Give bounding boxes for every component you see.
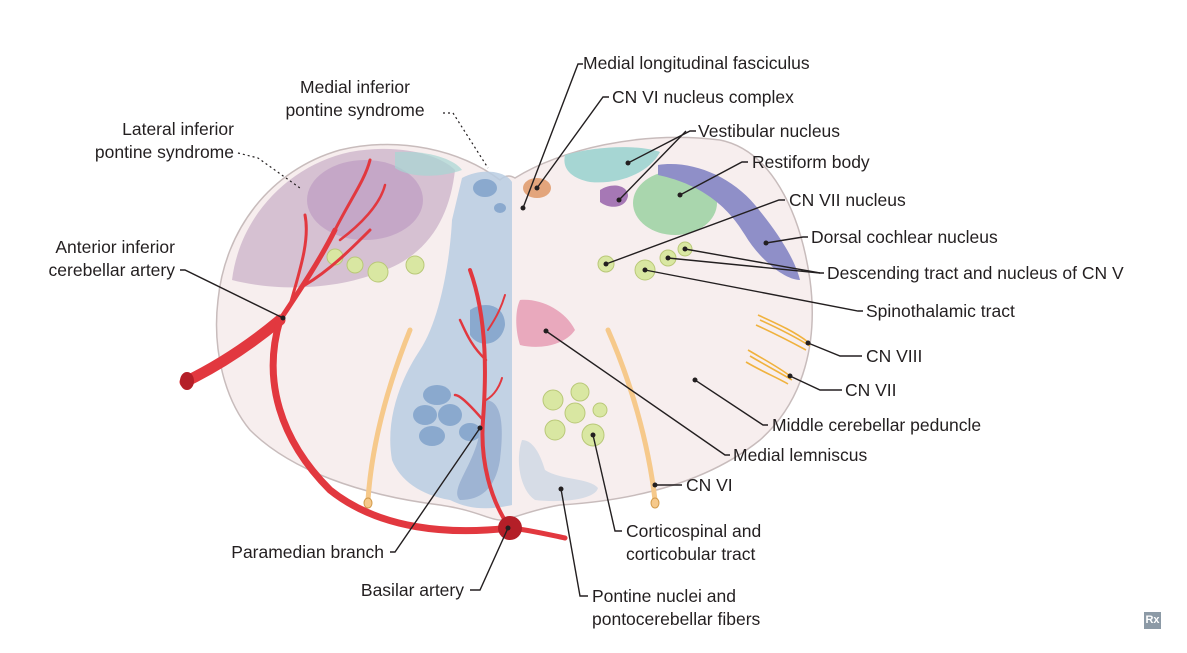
label-lateral-inferior-line1: Lateral inferior [122,119,234,139]
lateral-zone [232,148,455,288]
dorsal-cochlear-shape [658,164,800,280]
lateral-zone-teal [395,151,462,176]
label-pontine-line1: Pontine nuclei and [592,586,736,606]
label-pontine-line2: pontocerebellar fibers [592,609,761,629]
dotted-leaders [237,112,489,189]
label-restiform-body: Restiform body [752,152,870,172]
left-corticospinal-4 [419,426,445,446]
label-medial-inferior-line2: pontine syndrome [285,100,425,120]
right-pontine-nuclei [518,440,598,502]
label-medial-inferior-syndrome: Medial inferior pontine syndrome [270,76,440,122]
label-lateral-inferior-syndrome: Lateral inferior pontine syndrome [60,118,234,164]
label-vestibular-nucleus: Vestibular nucleus [698,121,841,141]
label-dorsal-cochlear: Dorsal cochlear nucleus [811,227,998,247]
cn6-end-left [363,497,373,509]
label-medial-lemniscus: Medial lemniscus [733,445,868,465]
label-spinothalamic: Spinothalamic tract [866,301,1015,321]
cn7-fibers [745,349,793,385]
left-corticospinal-2 [413,405,437,425]
label-corticospinal-line1: Corticospinal and [626,521,762,541]
left-pontine-nuclei [457,400,502,500]
leader-dots [280,160,811,531]
label-aica: Anterior inferior cerebellar artery [20,236,175,282]
medial-blob-1 [473,179,497,197]
label-pontine-nuclei: Pontine nuclei and pontocerebellar fiber… [592,585,760,631]
left-corticospinal-3 [438,404,462,426]
medial-lemniscus-shape [516,299,575,347]
medial-blob-2 [494,203,506,213]
label-mlf: Medial longitudinal fasciculus [583,53,810,73]
label-cn8: CN VIII [866,346,923,366]
label-cn7: CN VII [845,380,897,400]
arteries [179,158,568,541]
label-aica-line2: cerebellar artery [48,260,175,280]
label-basilar-artery: Basilar artery [360,580,464,600]
cn6-end-right [650,497,660,509]
rx-logo: Rx [1144,612,1161,629]
lateral-zone-core [307,160,423,240]
left-corticospinal-1 [423,385,451,405]
label-corticospinal-line2: corticobular tract [626,544,756,564]
leader-lines [180,63,863,597]
cn6-fibers [365,327,658,503]
vestibular-nucleus-shape [564,147,660,183]
label-descending-tract-cn5: Descending tract and nucleus of CN V [827,263,1124,283]
left-corticospinal-5 [459,423,481,441]
label-cn7-nucleus: CN VII nucleus [789,190,906,210]
label-cn6: CN VI [686,475,733,495]
artery-stump [180,372,194,390]
label-paramedian-branch: Paramedian branch [231,542,384,562]
label-aica-line1: Anterior inferior [55,237,175,257]
label-middle-cerebellar: Middle cerebellar peduncle [772,415,982,435]
label-corticospinal: Corticospinal and corticobular tract [626,520,761,566]
label-medial-inferior-line1: Medial inferior [300,77,410,97]
label-cn6-nucleus: CN VI nucleus complex [612,87,794,107]
label-lateral-inferior-line2: pontine syndrome [94,142,234,162]
